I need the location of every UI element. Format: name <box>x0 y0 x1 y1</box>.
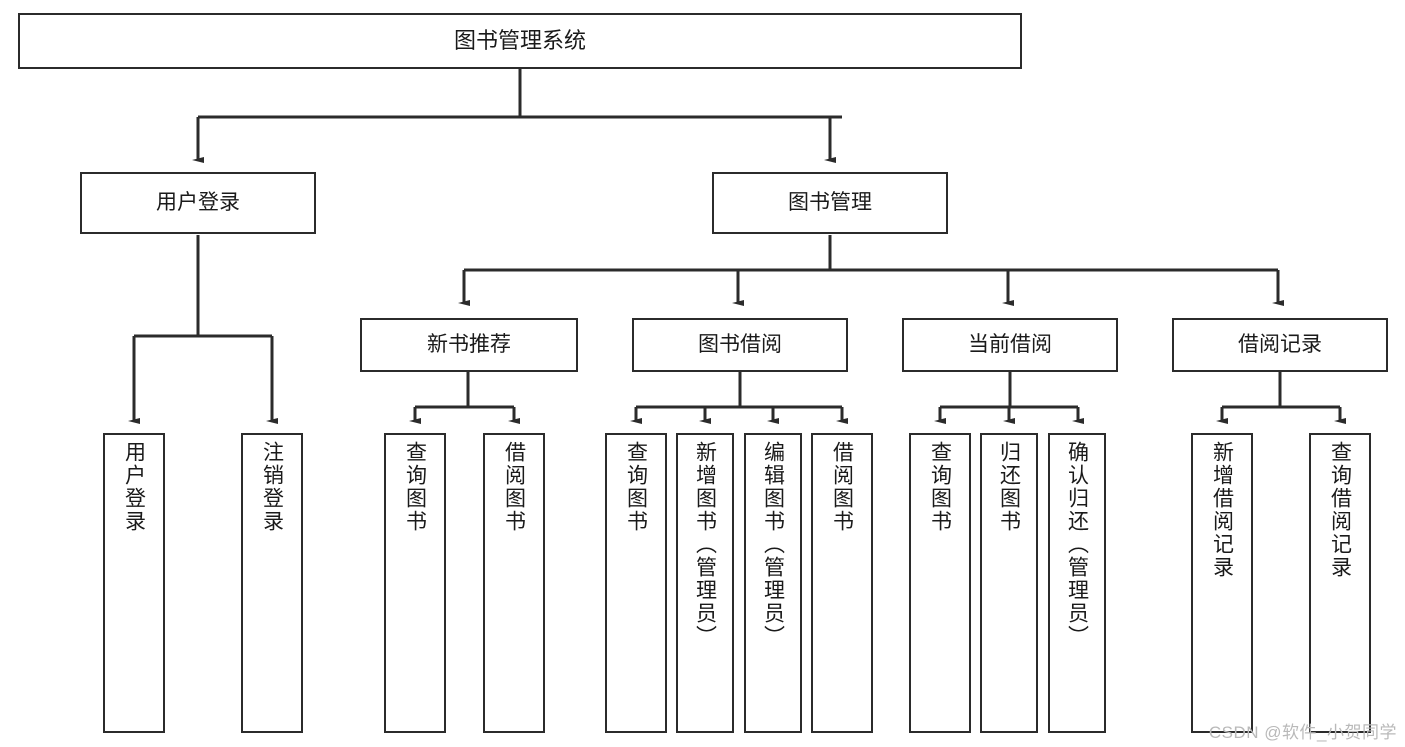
node-book-borrow[interactable]: 图书借阅 <box>632 318 848 372</box>
node-leaf-add-borrow-record-label: 新增借阅记录 <box>1210 441 1234 579</box>
node-borrow-record-label: 借阅记录 <box>1238 332 1322 356</box>
node-leaf-add-book-admin-label: 新增图书（管理员） <box>693 441 717 648</box>
node-leaf-query-book-current[interactable]: 查询图书 <box>909 433 971 733</box>
node-leaf-query-borrow-record-label: 查询借阅记录 <box>1328 441 1352 579</box>
watermark-credit: CSDN @软件_小贺同学 <box>1208 723 1397 742</box>
node-leaf-return-book[interactable]: 归还图书 <box>980 433 1038 733</box>
node-user-login[interactable]: 用户登录 <box>80 172 316 234</box>
node-leaf-query-book-borrow[interactable]: 查询图书 <box>605 433 667 733</box>
node-leaf-query-book-current-label: 查询图书 <box>928 441 952 533</box>
node-leaf-add-book-admin[interactable]: 新增图书（管理员） <box>676 433 734 733</box>
node-leaf-add-borrow-record[interactable]: 新增借阅记录 <box>1191 433 1253 733</box>
node-leaf-borrow-book-borrow-label: 借阅图书 <box>830 441 854 533</box>
node-leaf-confirm-return-admin[interactable]: 确认归还（管理员） <box>1048 433 1106 733</box>
node-leaf-borrow-book-newbook-label: 借阅图书 <box>502 441 526 533</box>
node-current-borrow[interactable]: 当前借阅 <box>902 318 1118 372</box>
node-leaf-query-borrow-record[interactable]: 查询借阅记录 <box>1309 433 1371 733</box>
node-leaf-borrow-book-newbook[interactable]: 借阅图书 <box>483 433 545 733</box>
node-root-system[interactable]: 图书管理系统 <box>18 13 1022 69</box>
node-leaf-edit-book-admin-label: 编辑图书（管理员） <box>761 441 785 648</box>
node-leaf-logout[interactable]: 注销登录 <box>241 433 303 733</box>
node-leaf-user-login[interactable]: 用户登录 <box>103 433 165 733</box>
node-borrow-record[interactable]: 借阅记录 <box>1172 318 1388 372</box>
node-leaf-user-login-label: 用户登录 <box>122 441 146 533</box>
node-new-book-recommend-label: 新书推荐 <box>427 332 511 356</box>
node-leaf-edit-book-admin[interactable]: 编辑图书（管理员） <box>744 433 802 733</box>
node-leaf-query-book-borrow-label: 查询图书 <box>624 441 648 533</box>
node-new-book-recommend[interactable]: 新书推荐 <box>360 318 578 372</box>
node-book-borrow-label: 图书借阅 <box>698 332 782 356</box>
node-current-borrow-label: 当前借阅 <box>968 332 1052 356</box>
node-user-login-label: 用户登录 <box>156 190 240 214</box>
node-leaf-confirm-return-admin-label: 确认归还（管理员） <box>1065 441 1089 648</box>
node-leaf-return-book-label: 归还图书 <box>997 441 1021 533</box>
node-book-management[interactable]: 图书管理 <box>712 172 948 234</box>
node-leaf-logout-label: 注销登录 <box>260 441 284 533</box>
node-leaf-borrow-book-borrow[interactable]: 借阅图书 <box>811 433 873 733</box>
node-leaf-query-book-newbook-label: 查询图书 <box>403 441 427 533</box>
node-root-system-label: 图书管理系统 <box>453 28 586 54</box>
node-leaf-query-book-newbook[interactable]: 查询图书 <box>384 433 446 733</box>
node-book-management-label: 图书管理 <box>788 190 872 214</box>
